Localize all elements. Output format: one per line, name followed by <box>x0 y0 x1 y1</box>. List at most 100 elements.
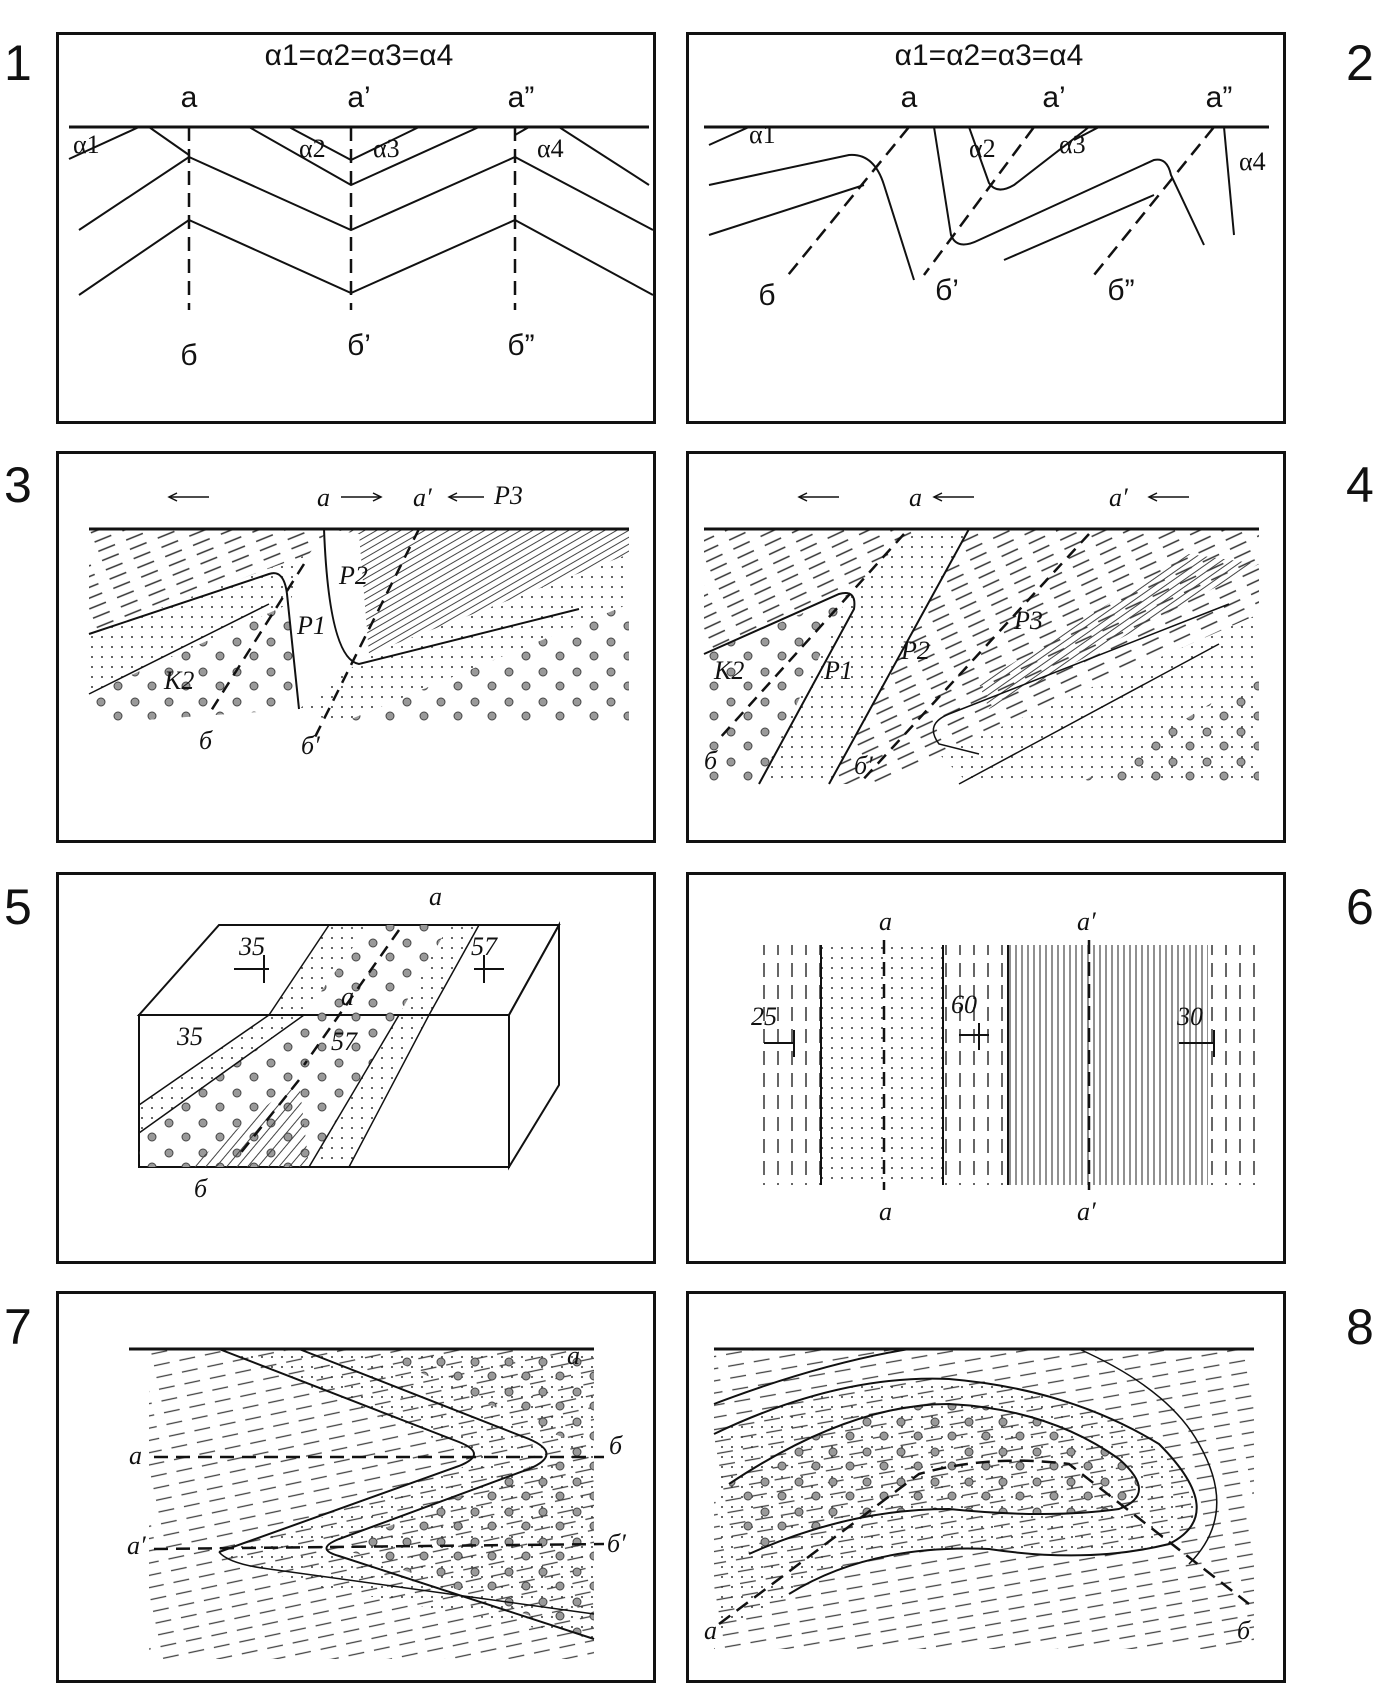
p4-label: P1 <box>823 656 853 685</box>
p4-unit-upper <box>704 529 919 654</box>
panel-2: α1=α2=α3=α4 а а’ а” б б’ б” α1 α2 α3 α4 <box>686 32 1286 424</box>
p4-arrow <box>932 492 943 502</box>
panel-4: a a′ б б′ P3 P2 P1 K2 <box>686 451 1286 843</box>
p6-label: a <box>879 1197 892 1226</box>
p8-contact <box>713 1377 1198 1595</box>
p8-contact <box>728 1402 1140 1555</box>
p5-label: a <box>341 982 354 1011</box>
p2-layer <box>708 184 865 236</box>
panel-number-2: 2 <box>1346 35 1374 91</box>
p7-label: a <box>129 1441 142 1470</box>
p7-label: б <box>609 1431 623 1460</box>
p2-layer <box>708 126 750 146</box>
panel-1-diagram: α1=α2=α3=α4 а а’ а” б б’ б” α1 α2 α3 α4 <box>68 39 653 372</box>
panel-number-3: 3 <box>4 457 32 513</box>
p8-contact <box>713 1348 910 1405</box>
p1-layer <box>78 218 653 296</box>
p2-top-label: а” <box>1206 81 1233 114</box>
p5-core <box>189 1080 309 1167</box>
p4-contact <box>932 603 1230 755</box>
panel-number-7: 7 <box>4 1299 32 1355</box>
p1-top-label: а <box>181 81 198 114</box>
p5-dip-label: 35 <box>238 932 265 961</box>
panel-8-diagram: a б <box>704 1347 1254 1649</box>
panel-number-5: 5 <box>4 879 32 935</box>
p5-sand-top <box>269 925 369 1015</box>
p6-dip-label: 25 <box>751 1002 777 1031</box>
p2-bottom-label: б’ <box>935 274 959 307</box>
p2-layer <box>968 126 1090 191</box>
p1-bottom-label: б <box>180 339 197 372</box>
p2-title: α1=α2=α3=α4 <box>895 39 1084 72</box>
panel-3-diagram: a a′ б б′ P3 P2 P1 K2 <box>88 481 629 760</box>
p3-contact <box>88 572 300 710</box>
panel-4-diagram: a a′ б б′ P3 P2 P1 K2 <box>703 483 1259 785</box>
p8-label: a <box>704 1616 717 1645</box>
p4-label: a <box>909 483 922 512</box>
p5-block-side <box>508 921 560 1171</box>
p4-axis <box>718 533 905 740</box>
p1-title: α1=α2=α3=α4 <box>265 39 454 72</box>
p5-contact <box>308 1014 400 1168</box>
p6-label: a <box>879 907 892 936</box>
p4-unit-k2-right <box>1079 674 1259 784</box>
panel-8: a б <box>686 1291 1286 1683</box>
panel-number-4: 4 <box>1346 457 1374 513</box>
p5-dip-label: 35 <box>176 1022 203 1051</box>
p5-pebble-top <box>304 925 449 1015</box>
p2-axis <box>922 126 1036 276</box>
p4-axis <box>858 533 1090 785</box>
p7-contact <box>298 1348 595 1640</box>
p5-label: б <box>194 1174 208 1203</box>
p3-label: P3 <box>493 481 523 510</box>
p7-contact <box>218 1348 475 1553</box>
panel-5: a a б 35 57 35 57 <box>56 872 656 1264</box>
p2-angle-label: α2 <box>969 134 996 163</box>
p1-angle-label: α4 <box>537 134 564 163</box>
p3-contact <box>88 603 270 695</box>
p2-bottom-label: б” <box>1107 274 1134 307</box>
p3-unit-p3 <box>329 529 629 654</box>
p1-layer <box>78 155 653 232</box>
p4-arrow <box>1147 492 1158 502</box>
p4-label: K2 <box>713 656 744 685</box>
p4-contact <box>958 643 1220 785</box>
p5-contact <box>138 1014 270 1106</box>
p3-label: P2 <box>338 561 368 590</box>
p6-label: a′ <box>1077 907 1096 936</box>
panel-6-diagram: a a′ a a′ 25 60 30 <box>751 907 1258 1226</box>
p5-axis <box>238 1079 300 1156</box>
p6-unit-mid <box>943 945 1008 1185</box>
p1-angle-label: α2 <box>299 134 326 163</box>
p6-dip-label: 60 <box>951 990 977 1019</box>
p5-dip-label: 57 <box>471 932 498 961</box>
p3-arrow <box>447 492 458 502</box>
p5-contact <box>268 924 330 1016</box>
p1-bottom-label: б’ <box>347 329 371 362</box>
p5-sand-top2 <box>399 925 479 1015</box>
p1-top-label: а” <box>508 81 535 114</box>
p3-arrow <box>167 492 178 502</box>
p2-angle-label: α1 <box>749 120 776 149</box>
p2-axis <box>783 126 910 281</box>
p6-dip-label: 30 <box>1176 1002 1203 1031</box>
p5-dip-label: 57 <box>331 1027 358 1056</box>
p8-label: б <box>1237 1616 1251 1645</box>
p3-contact <box>323 528 580 666</box>
p6-unit-right <box>1208 945 1258 1185</box>
p1-layer <box>558 126 650 186</box>
panel-6: a a′ a a′ 25 60 30 <box>686 872 1286 1264</box>
p2-layer <box>1003 194 1155 261</box>
panel-1: α1=α2=α3=α4 а а’ а” б б’ б” α1 α2 α3 α4 <box>56 32 656 424</box>
p1-layer <box>514 126 530 136</box>
p3-label: K2 <box>163 666 194 695</box>
p3-arrow <box>372 492 383 502</box>
p4-label: б <box>704 746 718 775</box>
panel-5-diagram: a a б 35 57 35 57 <box>136 882 561 1203</box>
p2-layer <box>708 153 915 281</box>
panel-7: a a б a′ б′ <box>56 1291 656 1683</box>
p2-axis <box>1093 126 1215 276</box>
p4-label: P2 <box>900 636 930 665</box>
p7-label: a <box>567 1341 580 1370</box>
p4-label: a′ <box>1109 483 1128 512</box>
